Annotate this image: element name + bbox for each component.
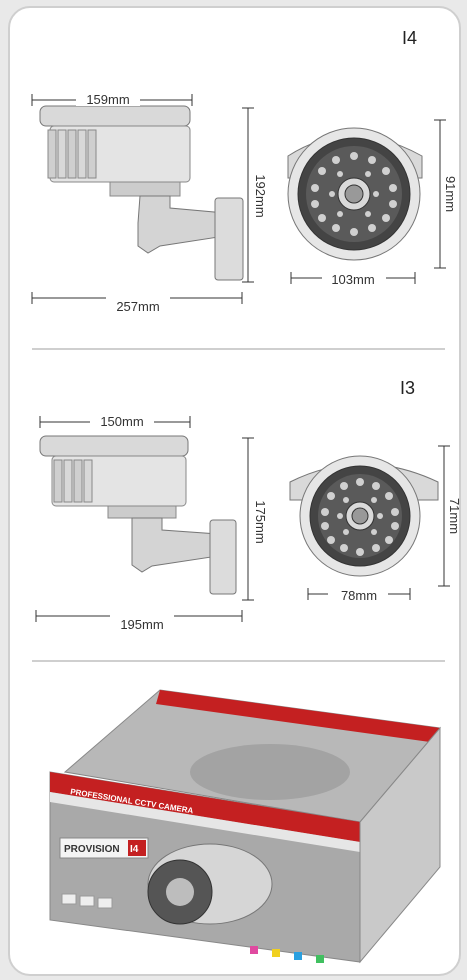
i4-side-dims: 159mm 192mm 257mm	[31, 90, 268, 314]
divider-2	[32, 660, 445, 662]
box-top-camera-art	[190, 744, 350, 800]
box-brand: PROVISION	[64, 844, 120, 855]
i4-ir-leds	[311, 152, 397, 236]
i3-side-dims: 150mm 175mm 195mm	[35, 412, 268, 632]
box-front-stripe	[50, 792, 360, 852]
i3-front-view	[289, 455, 439, 577]
i3-front-height: 71mm	[447, 498, 461, 534]
divider-1	[32, 348, 445, 350]
i3-front-dims: 78mm 71mm	[307, 445, 461, 603]
box-camera-lens-center	[166, 878, 194, 906]
i4-front-width: 103mm	[331, 272, 374, 287]
i3-top-width: 150mm	[100, 414, 143, 429]
ce-mark-icon	[61, 893, 77, 905]
i4-side-view	[39, 105, 244, 281]
box-front-band	[50, 772, 360, 842]
i4-front-dims: 103mm 91mm	[290, 119, 458, 287]
model-label-i3: I3	[400, 378, 416, 398]
i4-front-view	[287, 127, 423, 261]
i4-total-length: 257mm	[116, 299, 159, 314]
i3-lens-ribs	[53, 459, 93, 503]
color-swatch-blue	[294, 952, 302, 960]
color-swatch-yellow	[272, 949, 280, 957]
i3-height: 175mm	[253, 500, 268, 543]
box-top-band	[156, 690, 440, 742]
section-i4: I4	[10, 8, 459, 348]
product-box: PROFESSIONAL CCTV CAMERA PROVISION I4	[49, 689, 441, 964]
i3-diagram: 150mm 175mm 195mm	[35, 412, 461, 632]
box-logo-panel	[59, 837, 149, 859]
rohs-mark-icon	[97, 897, 113, 909]
color-swatch-green	[316, 955, 324, 963]
i4-height: 192mm	[253, 174, 268, 217]
i3-total-length: 195mm	[120, 617, 163, 632]
box-model-tag: I4	[130, 844, 139, 855]
i3-ir-leds	[321, 478, 399, 556]
i4-diagram: 159mm 192mm 257mm	[31, 90, 458, 314]
i4-front-height: 91mm	[443, 176, 458, 212]
box-side-face	[359, 726, 441, 964]
i4-lens-ribs	[47, 129, 97, 179]
i3-front-width: 78mm	[341, 588, 377, 603]
i4-top-width: 159mm	[86, 92, 129, 107]
model-label-i4: I4	[402, 28, 418, 48]
color-swatch-pink	[250, 946, 258, 954]
i3-side-view	[39, 435, 237, 595]
section-i3: I3 150mm	[10, 350, 459, 660]
product-card: I4	[8, 6, 461, 976]
fcc-mark-icon	[79, 895, 95, 907]
box-model-badge	[128, 840, 146, 856]
product-box-section: PROFESSIONAL CCTV CAMERA PROVISION I4	[10, 662, 459, 974]
